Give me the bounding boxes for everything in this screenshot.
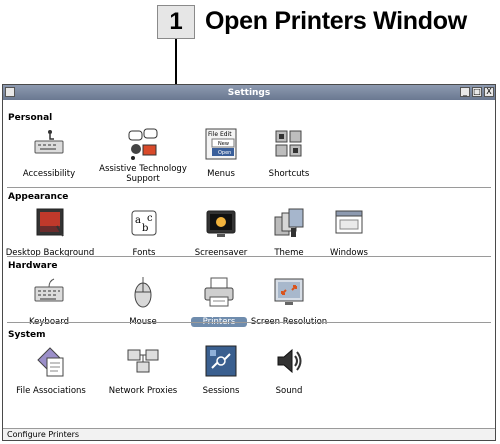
- item-desktop-background[interactable]: Desktop Background: [0, 206, 100, 259]
- step-number-badge: 1: [157, 5, 195, 39]
- item-network-proxies[interactable]: Network Proxies: [93, 344, 193, 397]
- svg-text:c: c: [147, 213, 153, 224]
- sessions-icon: [205, 345, 237, 377]
- svg-text:a: a: [135, 215, 141, 226]
- item-label: Shortcuts: [268, 169, 310, 179]
- item-keyboard[interactable]: Keyboard: [0, 275, 99, 328]
- item-file-associations[interactable]: File Associations: [1, 344, 101, 397]
- window-title: Settings: [227, 87, 271, 98]
- svg-text:File Edit: File Edit: [208, 131, 232, 138]
- file-associations-icon: [37, 347, 64, 377]
- menus-icon: File Edit New Open: [205, 128, 237, 160]
- item-menus[interactable]: File Edit New Open Menus: [171, 127, 271, 180]
- item-label: Accessibility: [22, 169, 76, 179]
- item-label: Theme: [274, 248, 304, 258]
- item-label: Network Proxies: [108, 386, 178, 396]
- keyboard-icon: [34, 278, 64, 302]
- item-label: Menus: [207, 169, 235, 179]
- item-accessibility[interactable]: Accessibility: [0, 127, 99, 180]
- svg-text:New: New: [218, 141, 229, 147]
- item-label: Screensaver: [194, 248, 248, 258]
- title-bar[interactable]: Settings _ □ X: [3, 85, 495, 100]
- section-divider: [7, 256, 491, 257]
- section-divider: [7, 322, 491, 323]
- item-screen-resolution[interactable]: Screen Resolution: [239, 275, 339, 328]
- mouse-icon: [134, 277, 152, 308]
- item-windows[interactable]: Windows: [299, 206, 399, 259]
- svg-text:Open: Open: [218, 150, 231, 156]
- item-label: Sound: [275, 386, 303, 396]
- shortcuts-icon: [275, 130, 302, 157]
- section-title-system: System: [8, 330, 46, 340]
- section-title-hardware: Hardware: [8, 261, 58, 271]
- theme-icon: [274, 208, 304, 237]
- maximize-button[interactable]: □: [472, 87, 482, 97]
- item-theme[interactable]: Theme: [239, 206, 339, 259]
- desktop-background-icon: [36, 208, 64, 237]
- item-shortcuts[interactable]: Shortcuts: [239, 127, 339, 180]
- item-label: Sessions: [202, 386, 240, 396]
- screen-resolution-icon: [274, 278, 304, 305]
- item-label: Fonts: [132, 248, 156, 258]
- settings-window: Settings _ □ X Personal Accessibility As…: [2, 84, 496, 441]
- keyboard-wheelchair-icon: [34, 130, 64, 154]
- item-fonts[interactable]: a b c Fonts: [94, 206, 194, 259]
- minimize-button[interactable]: _: [460, 87, 470, 97]
- svg-text:b: b: [142, 223, 148, 234]
- step-title: Open Printers Window: [205, 7, 467, 35]
- item-sessions[interactable]: Sessions: [171, 344, 271, 397]
- status-bar: Configure Printers: [3, 428, 495, 440]
- section-title-personal: Personal: [8, 113, 53, 123]
- window-menu-icon[interactable]: [5, 87, 15, 97]
- close-button[interactable]: X: [484, 87, 494, 97]
- speech-bubbles-icon: [128, 128, 158, 160]
- sound-icon: [277, 348, 302, 374]
- item-screensaver[interactable]: Screensaver: [171, 206, 271, 259]
- section-divider: [7, 187, 491, 188]
- printer-icon: [204, 277, 234, 307]
- screensaver-icon: [206, 210, 236, 237]
- item-label: Windows: [330, 248, 368, 258]
- item-label: Desktop Background: [5, 248, 95, 258]
- network-proxies-icon: [127, 349, 159, 373]
- section-title-appearance: Appearance: [8, 192, 69, 202]
- windows-icon: [335, 210, 363, 234]
- item-sound[interactable]: Sound: [239, 344, 339, 397]
- fonts-icon: a b c: [131, 210, 157, 236]
- item-label: File Associations: [16, 386, 86, 396]
